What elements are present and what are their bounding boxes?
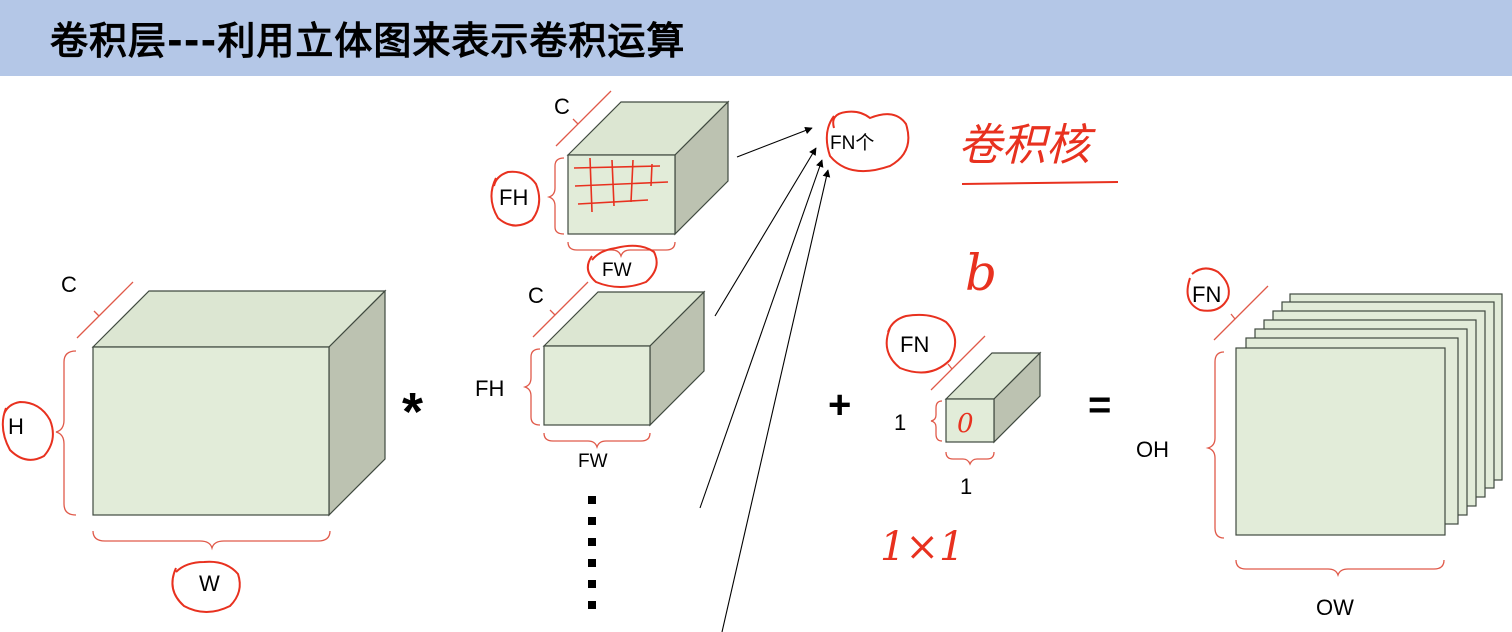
filter-2-channel-label: C bbox=[528, 283, 544, 308]
input-cube bbox=[91, 289, 387, 517]
filter-2-height-label: FH bbox=[475, 376, 504, 401]
bias-value-note: 0 bbox=[957, 409, 974, 439]
slide-title: 卷积层---利用立体图来表示卷积运算 bbox=[50, 19, 686, 63]
bias-symbol-note: b bbox=[965, 244, 997, 302]
shape-note: 1×1 bbox=[880, 524, 964, 570]
filter-1-fh-circle bbox=[490, 170, 541, 227]
title-bar: 卷积层---利用立体图来表示卷积运算 bbox=[0, 0, 1512, 76]
bias-block bbox=[944, 351, 1042, 444]
filter-cube-2 bbox=[542, 290, 706, 427]
filter-1-channel-label: C bbox=[554, 94, 570, 119]
filter-1-grid-scribble bbox=[573, 157, 669, 213]
input-h-circle bbox=[1, 400, 54, 461]
handwritten-circles bbox=[1, 170, 658, 613]
bias-width-label: 1 bbox=[960, 474, 972, 499]
kernel-note: 卷积核 bbox=[958, 120, 1096, 171]
filter-cube-1 bbox=[566, 100, 730, 236]
bias-brackets bbox=[930, 335, 995, 466]
plus-operator: + bbox=[828, 383, 851, 427]
output-height-label: OH bbox=[1136, 437, 1169, 462]
convolve-operator: * bbox=[402, 382, 423, 442]
output-brackets bbox=[1205, 285, 1445, 578]
equals-operator: = bbox=[1088, 383, 1111, 427]
input-channel-label: C bbox=[61, 272, 77, 297]
output-depth-label: FN bbox=[1192, 282, 1221, 307]
filter-count-arrows bbox=[699, 126, 831, 632]
output-width-label: OW bbox=[1316, 595, 1354, 620]
filter-count-label: FN个 bbox=[830, 132, 874, 154]
filter-2-width-label: FW bbox=[578, 451, 608, 472]
input-brackets bbox=[55, 281, 331, 551]
output-fn-circle bbox=[1186, 267, 1230, 312]
bias-height-label: 1 bbox=[894, 410, 906, 435]
filter-ellipsis-dots bbox=[588, 496, 596, 609]
bias-fn-circle bbox=[885, 313, 957, 374]
filter-1-height-label: FH bbox=[499, 185, 528, 210]
output-stack bbox=[1235, 293, 1503, 536]
input-height-label: H bbox=[8, 414, 24, 439]
input-w-circle bbox=[171, 560, 241, 613]
kernel-underline bbox=[961, 181, 1119, 185]
filter-2-brackets bbox=[522, 281, 651, 450]
filter-1-brackets bbox=[546, 90, 676, 259]
filter-1-fw-circle bbox=[586, 244, 658, 288]
bias-depth-label: FN bbox=[900, 332, 929, 357]
filter-count-circle bbox=[825, 110, 910, 173]
filter-1-width-label: FW bbox=[602, 260, 632, 281]
input-width-label: W bbox=[199, 571, 220, 596]
